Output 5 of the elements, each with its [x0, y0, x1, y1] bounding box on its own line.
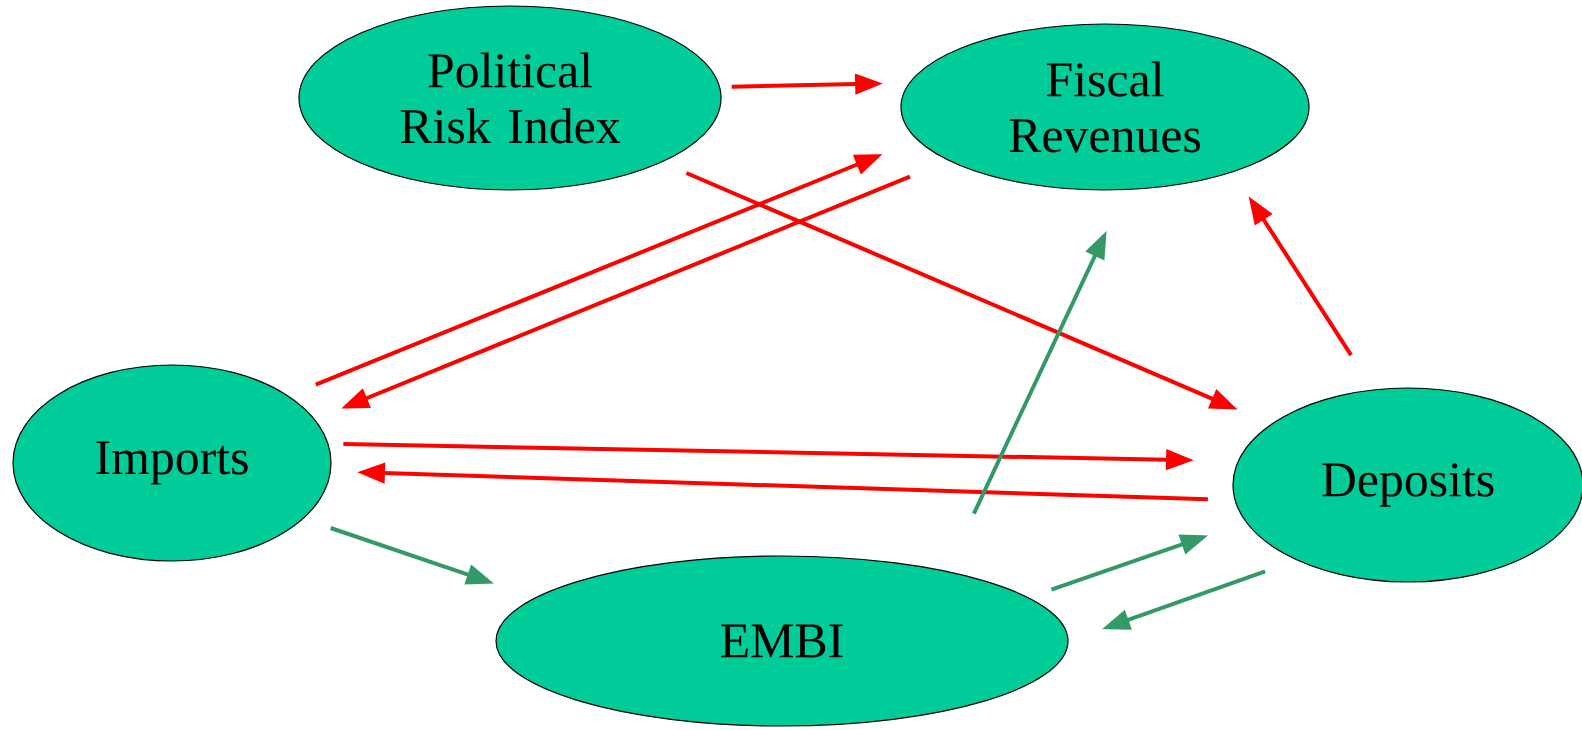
ellipse-node: Imports	[12, 364, 332, 562]
ellipse-node: Political Risk Index	[298, 5, 722, 191]
ellipse-node: Fiscal Revenues	[900, 23, 1310, 191]
ellipse-node: Deposits	[1232, 387, 1582, 583]
ellipse-node: EMBI	[495, 555, 1069, 727]
